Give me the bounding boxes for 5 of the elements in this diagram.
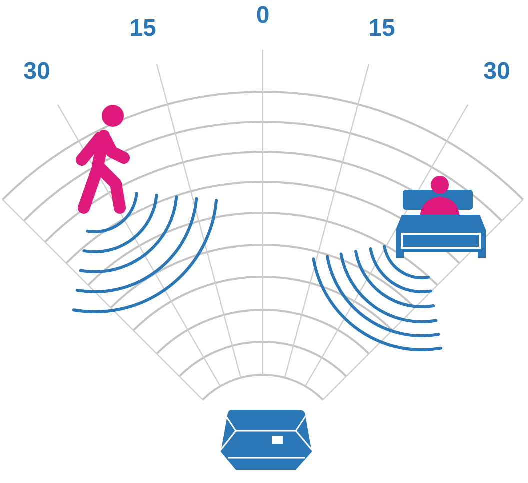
angle-label: 15	[368, 17, 396, 41]
angle-label: 0	[256, 4, 270, 28]
angle-label: 15	[130, 17, 156, 41]
angle-label: 30	[24, 60, 50, 84]
angle-label: 30	[484, 60, 510, 84]
